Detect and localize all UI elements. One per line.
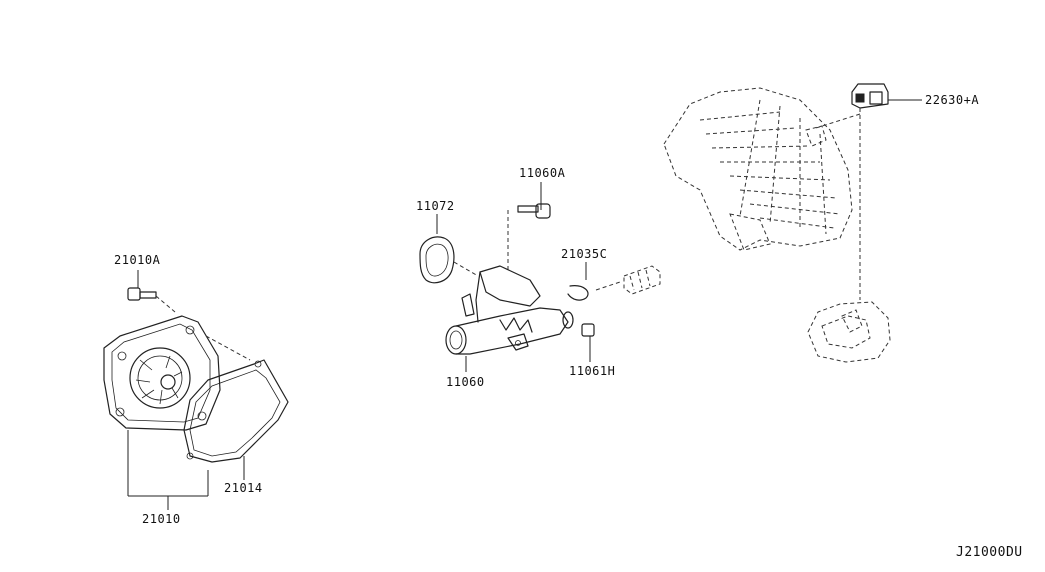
leader-21010 <box>127 430 209 510</box>
water-pump-21010[interactable] <box>103 315 251 431</box>
gasket-21014[interactable] <box>183 359 289 463</box>
clip-21035c[interactable] <box>567 262 621 301</box>
bolt-21010a[interactable] <box>127 270 176 313</box>
label-11072: 11072 <box>416 199 455 213</box>
bolt-11060a[interactable] <box>507 182 551 272</box>
label-11061h: 11061H <box>569 364 616 378</box>
sensor-22630a[interactable] <box>815 83 922 300</box>
label-21010: 21010 <box>142 512 181 526</box>
label-11060a: 11060A <box>519 166 566 180</box>
label-11060: 11060 <box>446 375 485 389</box>
diagram-code: J21000DU <box>956 545 1023 560</box>
intake-manifold-ghost <box>663 87 853 251</box>
label-22630a: 22630+A <box>925 93 980 107</box>
label-21010a: 21010A <box>114 253 161 267</box>
lower-housing-ghost <box>807 301 891 363</box>
gasket-11072[interactable] <box>419 214 479 284</box>
label-21014: 21014 <box>224 481 263 495</box>
sensor-part[interactable] <box>623 265 661 295</box>
water-outlet-11060[interactable] <box>445 265 574 372</box>
plug-11061h[interactable] <box>581 323 595 362</box>
label-21035c: 21035C <box>561 247 608 261</box>
